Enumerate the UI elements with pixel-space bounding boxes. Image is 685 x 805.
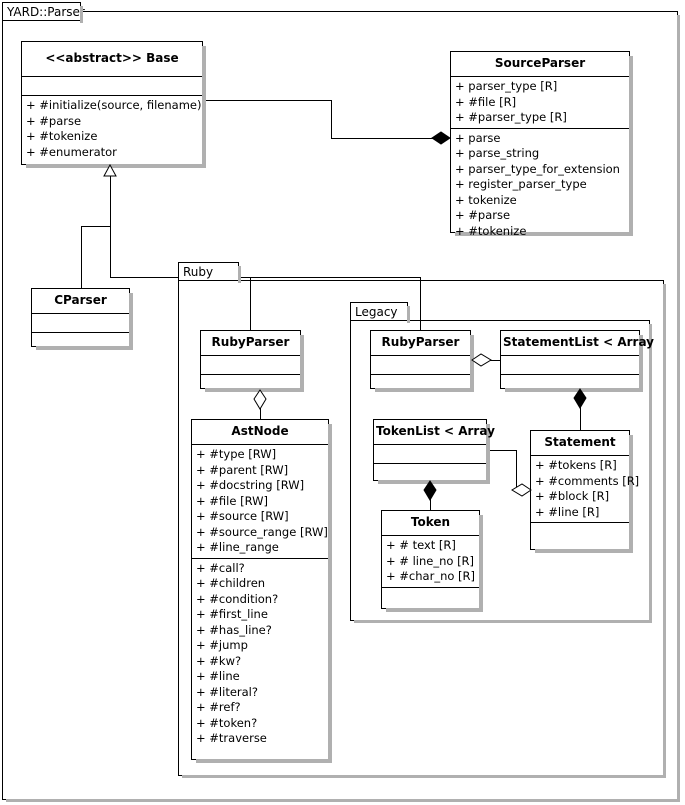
class-astnode[interactable]: AstNode + #type [RW] + #parent [RW] + #d… — [191, 419, 332, 763]
attributes-cparser — [32, 314, 129, 334]
member-item: + #tokenize — [26, 129, 98, 144]
member-item: + #char_no [R] — [386, 569, 476, 584]
class-name-statementlist: StatementList < Array — [501, 331, 654, 357]
package-tab-legacy: Legacy — [350, 302, 410, 323]
member-item: + #docstring [RW] — [196, 478, 305, 493]
member-item: + parser_type [R] — [455, 79, 558, 94]
member-item: + #file [RW] — [196, 493, 268, 508]
class-name-statement: Statement — [531, 431, 629, 457]
edge-base-rubyparser-v — [250, 277, 251, 330]
operations-tokenlist — [374, 464, 486, 483]
edge-legacyrubyparser-statementlist — [483, 360, 502, 361]
member-item: + #line — [196, 669, 240, 684]
package-tab-ruby: Ruby — [178, 262, 241, 283]
class-sourceparser[interactable]: SourceParser + parser_type [R] + #file [… — [450, 51, 633, 238]
package-label-yard-parser: YARD::Parser — [7, 5, 85, 19]
class-name-tokenlist: TokenList < Array — [374, 420, 495, 446]
member-item: + #tokens [R] — [535, 458, 617, 473]
attributes-sourceparser: + parser_type [R] + #file [R] + #parser_… — [451, 77, 629, 129]
member-item: + #line_range — [196, 540, 279, 555]
class-name-sourceparser: SourceParser — [451, 52, 629, 78]
attributes-tokenlist — [374, 445, 486, 465]
member-item: + #token? — [196, 715, 258, 730]
operations-token — [382, 588, 479, 607]
member-item: + register_parser_type — [455, 177, 587, 192]
class-statementlist[interactable]: StatementList < Array — [500, 330, 654, 392]
member-item: + #condition? — [196, 591, 279, 606]
edge-base-sourceparser-seg3 — [331, 138, 444, 139]
class-name-token: Token — [382, 511, 479, 537]
attributes-token: + # text [R] + # line_no [R] + #char_no … — [382, 536, 479, 588]
edge-base-cparser-h — [81, 226, 111, 227]
class-statement[interactable]: Statement + #tokens [R] + #comments [R] … — [530, 430, 640, 553]
operations-sourceparser: + parse + parse_string + parser_type_for… — [451, 129, 629, 242]
member-item: + #comments [R] — [535, 473, 640, 488]
member-item: + #children — [196, 576, 266, 591]
edge-base-sourceparser-seg2 — [331, 100, 332, 139]
operations-base: + #initialize(source, filename) + #parse… — [22, 96, 202, 162]
member-item: + #source_range [RW] — [196, 524, 328, 539]
member-item: + #jump — [196, 638, 248, 653]
attributes-base — [22, 77, 202, 97]
package-tab-yard-parser: YARD::Parser — [2, 2, 85, 23]
class-base[interactable]: <<abstract>> Base + #initialize(source, … — [21, 41, 206, 168]
member-item: + #has_line? — [196, 622, 272, 637]
member-item: + #line [R] — [535, 504, 600, 519]
package-label-ruby: Ruby — [183, 265, 214, 279]
edge-tokenlist-statement-seg1 — [480, 450, 517, 451]
class-legacy-rubyparser[interactable]: RubyParser — [370, 330, 474, 392]
operations-astnode: + #call? + #children + #condition? + #fi… — [192, 559, 328, 749]
member-item: + parse_string — [455, 146, 540, 161]
attributes-statementlist — [501, 356, 639, 376]
member-item: + parser_type_for_extension — [455, 161, 620, 176]
operations-statementlist — [501, 375, 639, 394]
class-name-cparser: CParser — [32, 289, 129, 315]
edge-statementlist-statement — [580, 390, 581, 430]
operations-statement — [531, 523, 629, 542]
class-name-base: <<abstract>> Base — [22, 42, 202, 78]
operations-cparser — [32, 333, 129, 352]
attributes-ruby-rubyparser — [201, 356, 300, 376]
member-item: + # text [R] — [386, 538, 456, 553]
class-tokenlist[interactable]: TokenList < Array — [373, 419, 495, 484]
member-item: + #literal? — [196, 684, 258, 699]
member-item: + #parent [RW] — [196, 462, 289, 477]
member-item: + #first_line — [196, 607, 268, 622]
edge-base-legacy-rubyparser-v — [420, 277, 421, 330]
edge-base-sourceparser-seg1 — [203, 100, 332, 101]
attributes-legacy-rubyparser — [371, 356, 470, 376]
class-name-legacy-rubyparser: RubyParser — [371, 331, 470, 357]
member-item: + #traverse — [196, 731, 267, 746]
member-item: + #initialize(source, filename) — [26, 98, 202, 113]
member-item: + #source [RW] — [196, 509, 289, 524]
member-item: + #ref? — [196, 700, 241, 715]
edge-base-subclasses-h — [110, 277, 421, 278]
package-label-legacy: Legacy — [355, 305, 398, 319]
operations-legacy-rubyparser — [371, 375, 470, 394]
member-item: + # line_no [R] — [386, 553, 475, 568]
edge-tokenlist-token — [430, 481, 431, 511]
member-item: + #file [R] — [455, 94, 517, 109]
member-item: + parse — [455, 130, 501, 145]
class-ruby-rubyparser[interactable]: RubyParser — [200, 330, 304, 392]
attributes-astnode: + #type [RW] + #parent [RW] + #docstring… — [192, 445, 328, 559]
edge-tokenlist-statement-seg2 — [516, 450, 517, 490]
attributes-statement: + #tokens [R] + #comments [R] + #block [… — [531, 456, 640, 524]
member-item: + #parser_type [R] — [455, 110, 567, 125]
class-name-ruby-rubyparser: RubyParser — [201, 331, 300, 357]
member-item: + #kw? — [196, 653, 242, 668]
class-name-astnode: AstNode — [192, 420, 328, 446]
class-cparser[interactable]: CParser — [31, 288, 133, 350]
member-item: + #block [R] — [535, 489, 610, 504]
member-item: + #call? — [196, 560, 245, 575]
class-token[interactable]: Token + # text [R] + # line_no [R] + #ch… — [381, 510, 483, 612]
member-item: + tokenize — [455, 192, 517, 207]
member-item: + #parse — [26, 113, 82, 128]
member-item: + #enumerator — [26, 144, 117, 159]
operations-ruby-rubyparser — [201, 375, 300, 394]
member-item: + #type [RW] — [196, 447, 277, 462]
member-item: + #parse — [455, 208, 511, 223]
member-item: + #tokenize — [455, 223, 527, 238]
edge-base-cparser-v — [81, 226, 82, 288]
